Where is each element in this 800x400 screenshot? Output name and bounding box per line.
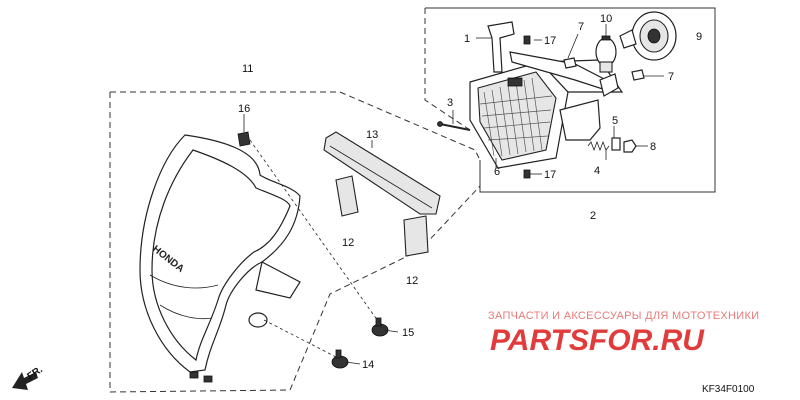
watermark-logo: PARTSFOR.RU — [490, 324, 705, 357]
grommet-lower — [631, 69, 645, 81]
label-6: 6 — [494, 166, 500, 178]
screw-upper — [523, 35, 531, 45]
diagram-code: KF34F0100 — [702, 384, 755, 395]
cowl-group-outline — [109, 91, 481, 393]
collar — [611, 137, 621, 151]
screw-lower — [523, 169, 531, 179]
label-7-lower: 7 — [668, 71, 674, 83]
label-17-lower: 17 — [544, 169, 556, 181]
label-8: 8 — [650, 141, 656, 153]
part-labels: 1 2 3 4 5 6 7 7 8 9 10 11 12 12 13 14 15… — [238, 13, 702, 371]
label-5: 5 — [612, 115, 618, 127]
rivet-15 — [371, 317, 389, 337]
label-17-upper: 17 — [544, 35, 556, 47]
dust-cover — [619, 11, 677, 61]
headlight-assembly-box — [424, 7, 716, 193]
label-14: 14 — [362, 359, 374, 371]
adjusting-screw — [437, 121, 471, 131]
nut — [623, 139, 637, 153]
headlight-bracket — [487, 21, 619, 141]
foam-block-right — [403, 215, 429, 257]
label-15: 15 — [402, 327, 414, 339]
label-16: 16 — [238, 103, 250, 115]
label-2: 2 — [590, 210, 596, 222]
label-11: 11 — [242, 63, 253, 75]
leader-lines — [243, 24, 664, 365]
foam-block-left — [335, 175, 359, 217]
label-12-right: 12 — [406, 275, 418, 287]
label-12-left: 12 — [342, 237, 354, 249]
label-1: 1 — [464, 33, 470, 45]
label-13: 13 — [366, 129, 378, 141]
label-7-upper: 7 — [578, 21, 584, 33]
front-direction-marker: FR. — [12, 364, 45, 390]
front-cowl: HONDA — [139, 134, 301, 383]
label-9: 9 — [696, 31, 702, 43]
label-4: 4 — [594, 165, 600, 177]
label-10: 10 — [600, 13, 612, 25]
rivet-14 — [331, 349, 349, 369]
watermark-caption: ЗАПЧАСТИ И АКСЕССУАРЫ ДЛЯ МОТОТЕХНИКИ — [488, 310, 759, 322]
adjust-spring — [587, 140, 610, 152]
watermark: ЗАПЧАСТИ И АКСЕССУАРЫ ДЛЯ МОТОТЕХНИКИ PA… — [488, 310, 759, 357]
cowl-grommet — [237, 131, 251, 147]
foam-strip — [323, 131, 441, 215]
label-3: 3 — [447, 97, 453, 109]
grommet-upper — [563, 57, 577, 69]
